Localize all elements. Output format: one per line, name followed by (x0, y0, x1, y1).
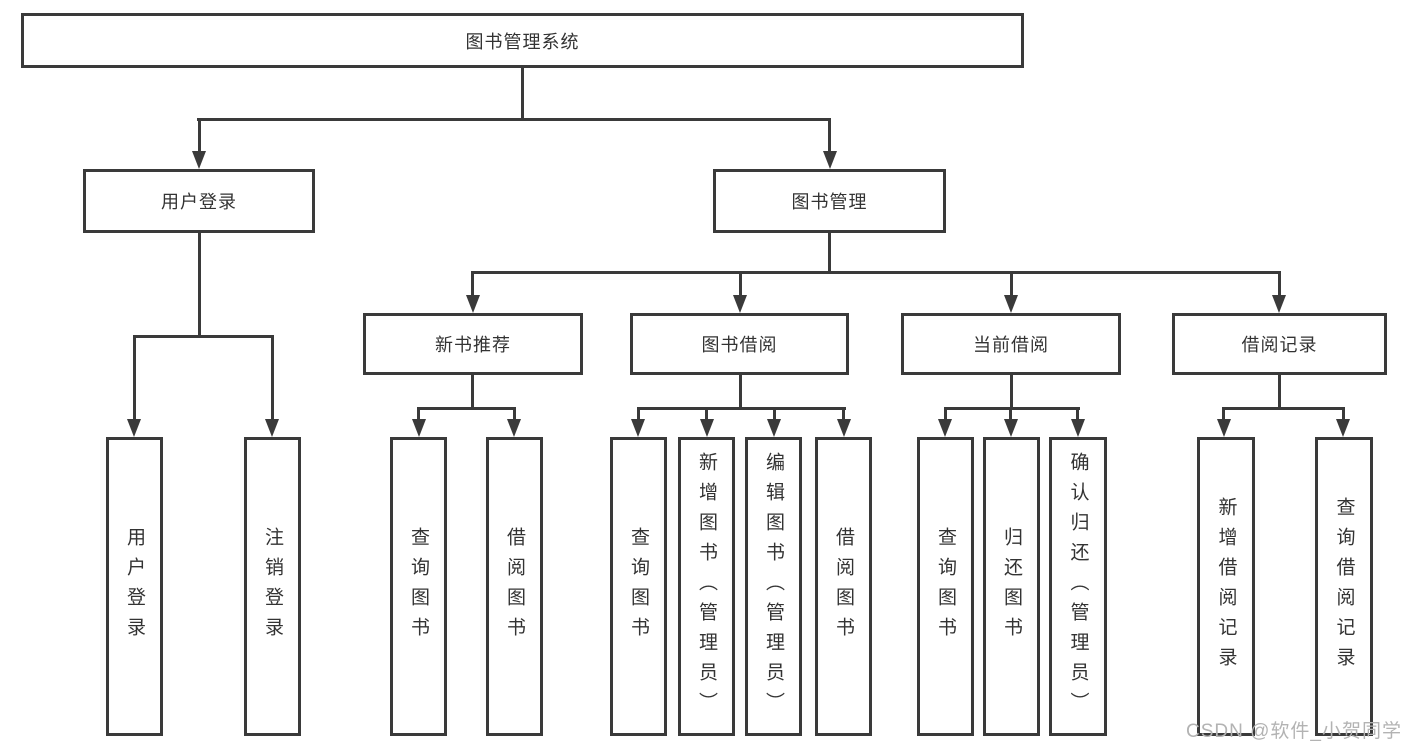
node-label: 新增图书（管理员） (696, 451, 717, 722)
node-current-borrowing: 当前借阅 (901, 313, 1121, 375)
node-library-management-system: 图书管理系统 (21, 13, 1024, 68)
node-label: 用户登录 (124, 526, 145, 647)
arrowhead-down-icon (1272, 295, 1286, 313)
node-label: 新书推荐 (435, 335, 511, 355)
node-label: 用户登录 (161, 192, 237, 212)
csdn-watermark: CSDN @软件_小贺同学 (1186, 721, 1402, 742)
node-book-borrowing: 图书借阅 (630, 313, 849, 375)
node-label: 图书借阅 (701, 335, 778, 355)
node-label: 图书管理 (791, 192, 868, 212)
leaf-query-borrow-record: 查询借阅记录 (1315, 437, 1373, 736)
connector-line (271, 335, 274, 419)
arrowhead-down-icon (837, 419, 851, 437)
arrowhead-down-icon (1004, 295, 1018, 313)
leaf-edit-books-admin: 编辑图书（管理员） (745, 437, 802, 736)
connector-line (828, 118, 831, 151)
connector-line (1010, 375, 1013, 410)
arrowhead-down-icon (823, 151, 837, 169)
connector-line (705, 407, 708, 419)
arrowhead-down-icon (1004, 419, 1018, 437)
node-label: 归还图书 (1001, 526, 1022, 647)
connector-line (1278, 271, 1281, 295)
arrowhead-down-icon (507, 419, 521, 437)
leaf-confirm-return-admin: 确认归还（管理员） (1049, 437, 1107, 736)
connector-line (828, 233, 831, 274)
leaf-query-books-borrowing: 查询图书 (610, 437, 667, 736)
connector-line (521, 68, 524, 121)
arrowhead-down-icon (631, 419, 645, 437)
connector-line (944, 407, 1080, 410)
arrowhead-down-icon (127, 419, 141, 437)
node-label: 编辑图书（管理员） (763, 451, 784, 722)
connector-line (471, 271, 474, 295)
arrowhead-down-icon (1336, 419, 1350, 437)
leaf-return-books: 归还图书 (983, 437, 1040, 736)
node-label: 图书管理系统 (465, 31, 580, 52)
connector-line (133, 335, 136, 419)
connector-line (1076, 407, 1079, 419)
node-user-login: 用户登录 (83, 169, 315, 233)
connector-line (1222, 407, 1225, 419)
connector-line (197, 118, 831, 121)
node-label: 查询图书 (935, 526, 956, 647)
arrowhead-down-icon (767, 419, 781, 437)
connector-line (1278, 375, 1281, 410)
connector-line (133, 335, 274, 338)
connector-line (637, 407, 640, 419)
leaf-query-books-recommend: 查询图书 (390, 437, 447, 736)
connector-line (944, 407, 947, 419)
node-label: 查询图书 (408, 526, 429, 647)
connector-line (739, 271, 742, 295)
connector-line (1010, 271, 1013, 295)
leaf-user-login: 用户登录 (106, 437, 163, 736)
node-label: 注销登录 (262, 526, 283, 647)
connector-line (842, 407, 845, 419)
connector-line (513, 407, 516, 419)
node-new-book-recommend: 新书推荐 (363, 313, 583, 375)
connector-line (1222, 407, 1345, 410)
arrowhead-down-icon (412, 419, 426, 437)
node-label: 借阅记录 (1241, 335, 1318, 355)
node-label: 当前借阅 (973, 335, 1049, 355)
node-label: 查询借阅记录 (1333, 496, 1355, 677)
connector-line (637, 407, 846, 410)
leaf-query-books-current: 查询图书 (917, 437, 974, 736)
leaf-logout: 注销登录 (244, 437, 301, 736)
node-label: 借阅图书 (833, 526, 854, 647)
arrowhead-down-icon (700, 419, 714, 437)
arrowhead-down-icon (1217, 419, 1231, 437)
node-label: 查询图书 (628, 526, 649, 647)
connector-line (1009, 407, 1012, 419)
connector-line (198, 233, 201, 338)
connector-line (1342, 407, 1345, 419)
node-label: 确认归还（管理员） (1067, 451, 1089, 722)
leaf-borrow-books: 借阅图书 (815, 437, 872, 736)
connector-line (198, 118, 201, 151)
node-label: 新增借阅记录 (1215, 496, 1237, 677)
node-label: 借阅图书 (504, 526, 525, 647)
node-book-management: 图书管理 (713, 169, 946, 233)
leaf-borrow-books-recommend: 借阅图书 (486, 437, 543, 736)
arrowhead-down-icon (938, 419, 952, 437)
arrowhead-down-icon (1071, 419, 1085, 437)
connector-line (471, 375, 474, 410)
connector-line (417, 407, 516, 410)
leaf-add-borrow-record: 新增借阅记录 (1197, 437, 1255, 736)
arrowhead-down-icon (733, 295, 747, 313)
leaf-add-books-admin: 新增图书（管理员） (678, 437, 735, 736)
arrowhead-down-icon (466, 295, 480, 313)
connector-line (739, 375, 742, 410)
node-borrowing-records: 借阅记录 (1172, 313, 1387, 375)
connector-line (417, 407, 420, 419)
arrowhead-down-icon (265, 419, 279, 437)
connector-line (773, 407, 776, 419)
connector-line (471, 271, 1281, 274)
arrowhead-down-icon (192, 151, 206, 169)
